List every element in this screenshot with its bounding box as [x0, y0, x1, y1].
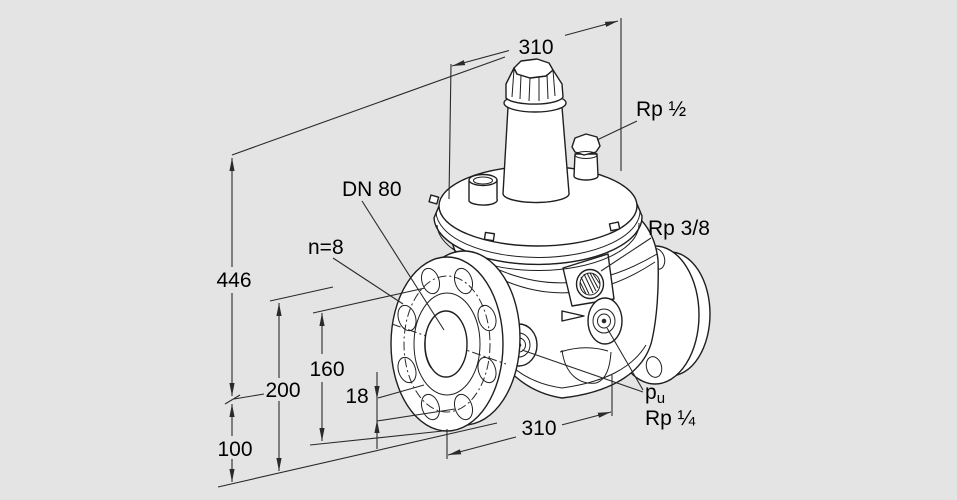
flow-direction-arrow	[561, 310, 585, 322]
pu-main: p	[645, 381, 657, 404]
dome-port	[468, 173, 498, 206]
label-rp-quarter: Rp ¼	[645, 407, 696, 430]
breather-fitting	[571, 133, 601, 181]
leader-rp-38	[600, 237, 652, 272]
dim-text-160: 160	[309, 358, 344, 381]
label-dn80: DN 80	[342, 178, 402, 201]
ext-line	[269, 286, 334, 302]
flange-bolt-holes	[397, 267, 497, 421]
leader-lines	[332, 120, 652, 393]
bolt-circle-centerline	[403, 275, 491, 413]
left-flange	[390, 250, 521, 432]
diaphragm-housing	[428, 165, 643, 271]
rim-bolt	[428, 194, 440, 205]
dim-text-100: 100	[217, 438, 252, 461]
dimension-lines	[217, 18, 622, 488]
ext-line	[376, 408, 456, 422]
leader-pu-right	[606, 327, 644, 391]
rim-bolt	[483, 231, 496, 242]
leader-n8	[332, 257, 404, 305]
baseline	[217, 422, 498, 488]
dim-text-18: 18	[345, 385, 368, 408]
label-n8: n=8	[308, 236, 344, 259]
spring-tower	[502, 58, 570, 204]
pressure-tap-right	[587, 297, 623, 345]
pu-subscript: u	[657, 390, 665, 407]
dim-text-446: 446	[216, 269, 251, 292]
dim-text-200: 200	[265, 379, 300, 402]
dim-text-bottom-310: 310	[521, 417, 556, 440]
ext-line	[231, 56, 506, 156]
bore-inner-wall	[424, 319, 433, 369]
cap-ribs	[511, 68, 556, 102]
thread-hatch	[579, 272, 601, 295]
ext-line	[448, 63, 452, 200]
label-rp-38: Rp 3/8	[648, 217, 710, 240]
dim-text-top-310: 310	[518, 36, 553, 59]
leader-rp-half	[596, 120, 638, 141]
annotation-text: 310 Rp ½ DN 80 Rp 3/8 n=8 446 160 200 18…	[216, 36, 709, 461]
leader-dn80	[361, 200, 445, 331]
label-rp-half: Rp ½	[636, 98, 686, 121]
leader-pu-left	[521, 349, 644, 393]
ext-line	[377, 384, 425, 399]
ext-line	[312, 287, 426, 314]
label-pu: pu	[645, 381, 665, 407]
rim-bolt	[608, 221, 621, 232]
